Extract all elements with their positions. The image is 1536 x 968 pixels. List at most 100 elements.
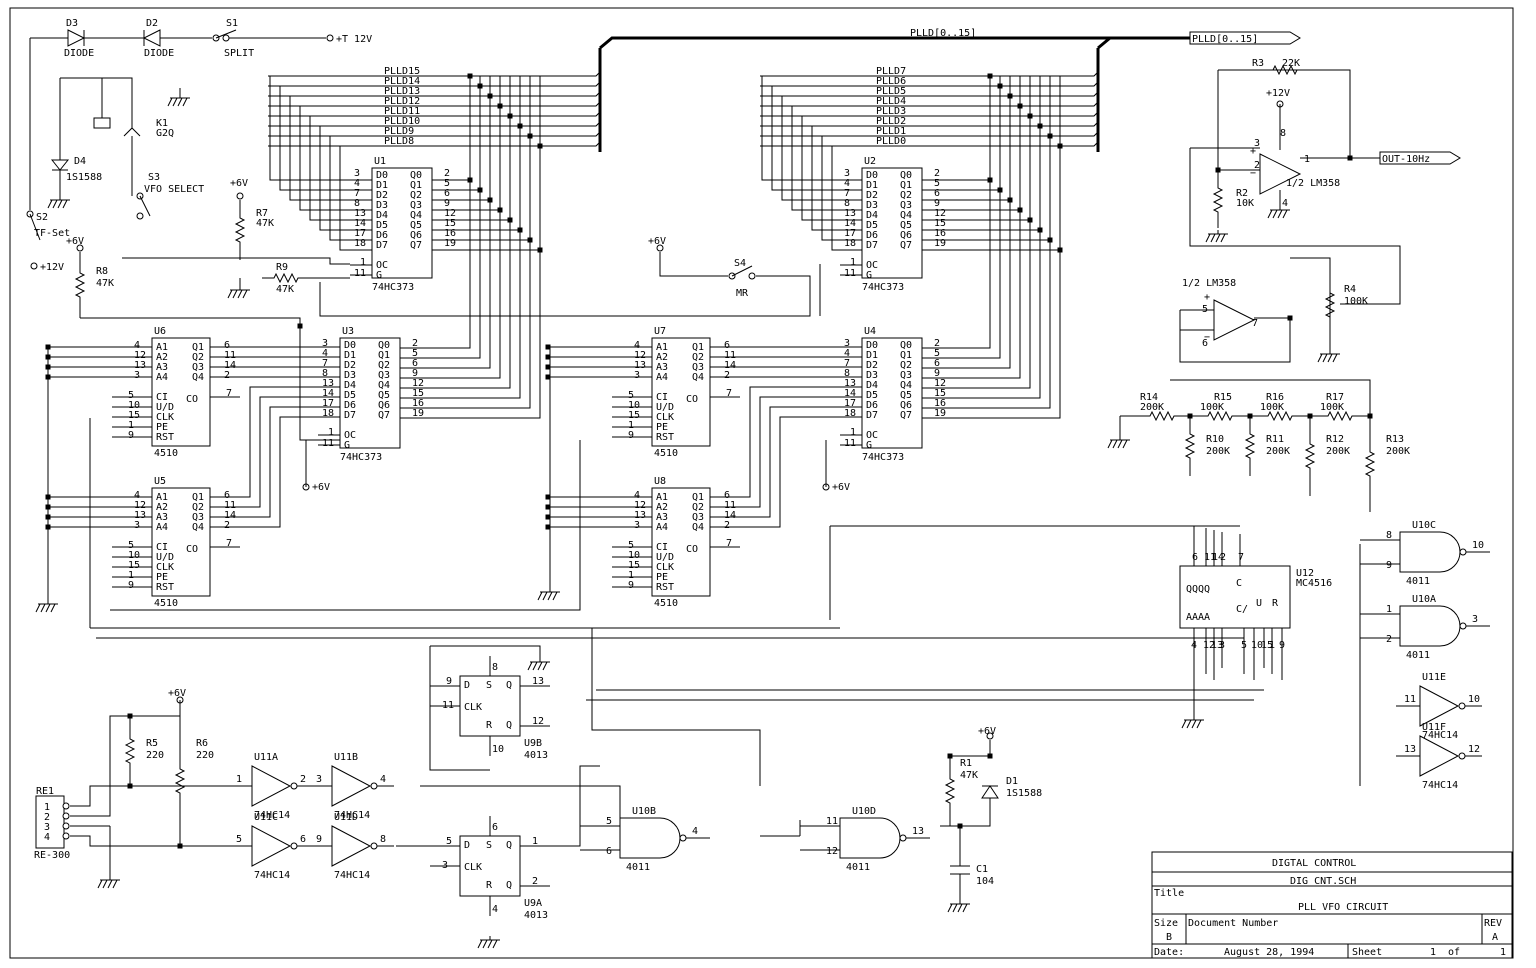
lo-net-label: PLLD2 xyxy=(876,116,906,127)
u4-oc-pin: 1 xyxy=(850,427,856,438)
junction xyxy=(1307,413,1313,419)
open-terminal xyxy=(290,842,298,850)
u3-q-name: Q3 xyxy=(378,370,390,381)
u10b-ref: U10B xyxy=(632,806,656,817)
u1-d-in xyxy=(309,116,372,221)
u4-d-pin: 18 xyxy=(844,408,856,419)
junction xyxy=(127,713,133,719)
u11e-body xyxy=(1419,685,1460,727)
u6-ctl-name: PE xyxy=(156,422,168,433)
junction xyxy=(297,323,303,329)
u9b-q: Q xyxy=(506,680,512,691)
hi-net-label: PLLD10 xyxy=(384,116,420,127)
u10c-body xyxy=(1399,531,1461,573)
u3-d-name: D4 xyxy=(344,380,356,391)
hi-net-entry xyxy=(268,81,601,87)
open-terminal xyxy=(30,262,38,270)
u12-top-pin: 14 xyxy=(1212,552,1224,563)
s1-ref: S1 xyxy=(226,18,238,29)
u2-q-name: Q2 xyxy=(900,190,912,201)
r2-ref: R2 xyxy=(1236,188,1248,199)
u9b-pin-qb: 12 xyxy=(532,716,544,727)
u1-q-pin: 12 xyxy=(444,208,456,219)
u7-a-pin: 13 xyxy=(634,360,646,371)
u8-ctl-pin: 1 xyxy=(628,570,634,581)
u8-a-pin: 4 xyxy=(634,490,640,501)
u3-q-name: Q5 xyxy=(378,390,390,401)
r3 xyxy=(1230,64,1340,76)
u8-q-pin: 14 xyxy=(724,510,736,521)
u4-d-name: D2 xyxy=(866,360,878,371)
u3-q-pin: 12 xyxy=(412,378,424,389)
u6-body xyxy=(151,337,211,447)
hi-net-entry xyxy=(268,71,601,77)
u11d-body xyxy=(331,825,372,867)
u4-d-name: D4 xyxy=(866,380,878,391)
size-value: B xyxy=(1166,932,1172,943)
u4-d-pin: 14 xyxy=(844,388,856,399)
k1-ref: K1 xyxy=(156,118,168,129)
u4-g: G xyxy=(866,440,872,451)
u10d-body xyxy=(839,817,901,859)
u6-ctl-name: RST xyxy=(156,432,174,443)
u3-d-pin: 8 xyxy=(322,368,328,379)
u9b-clk: CLK xyxy=(464,702,482,713)
u3-oc: OC xyxy=(344,430,356,441)
u2-q-pin: 9 xyxy=(934,198,940,209)
hi-net-label: PLLD12 xyxy=(384,96,420,107)
open-terminal xyxy=(62,832,70,840)
u2-q-pin: 16 xyxy=(934,228,946,239)
r2-value: 10K xyxy=(1236,198,1254,209)
u3-q-line xyxy=(400,76,531,409)
r12-ref: R12 xyxy=(1326,434,1344,445)
hi-net-entry xyxy=(268,131,601,137)
u2-d-name: D4 xyxy=(866,210,878,221)
u7-co: CO xyxy=(686,394,698,405)
u4-d-pin: 4 xyxy=(844,348,850,359)
u1-d-name: D7 xyxy=(376,240,388,251)
r10-ref: R10 xyxy=(1206,434,1224,445)
r12-value: 200K xyxy=(1326,446,1350,457)
u2-q-pin: 19 xyxy=(934,238,946,249)
u4-d-name: D1 xyxy=(866,350,878,361)
u7-q-pin: 2 xyxy=(724,370,730,381)
u10c-pin-out: 10 xyxy=(1472,540,1484,551)
title-file: DIG_CNT.SCH xyxy=(1290,876,1356,887)
u4-q-pin: 12 xyxy=(934,378,946,389)
u10c-part: 4011 xyxy=(1406,576,1430,587)
u9b-pin-q: 13 xyxy=(532,676,544,687)
junction xyxy=(545,514,551,520)
u3-d-pin: 17 xyxy=(322,398,334,409)
u7-q-pin: 14 xyxy=(724,360,736,371)
u8-a-name: A1 xyxy=(656,492,668,503)
u3-body xyxy=(339,337,401,449)
junction xyxy=(987,73,993,79)
u2-d-name: D0 xyxy=(866,170,878,181)
title-label: Title xyxy=(1154,888,1184,899)
r14-ref: R14 xyxy=(1140,392,1158,403)
opamp1-part: 1/2 LM358 xyxy=(1286,178,1340,189)
u11e-pin-in: 11 xyxy=(1404,694,1416,705)
u12-bot-pin: 13 xyxy=(1211,640,1223,651)
u3-q-line xyxy=(400,76,481,359)
u3-q-pin: 15 xyxy=(412,388,424,399)
u3-d-name: D7 xyxy=(344,410,356,421)
u1-q-pin: 2 xyxy=(444,168,450,179)
u11b-part: 74HC14 xyxy=(334,810,370,821)
u11c-pin-out: 6 xyxy=(300,834,306,845)
junction xyxy=(545,344,551,350)
u7-q-name: Q3 xyxy=(692,362,704,373)
u5-q-name: Q1 xyxy=(192,492,204,503)
r15 xyxy=(1190,410,1250,422)
u7-ctl-pin: 15 xyxy=(628,410,640,421)
rc-rail xyxy=(950,740,991,757)
u2-d-pin: 7 xyxy=(844,188,850,199)
u6-part: 4510 xyxy=(154,448,178,459)
u10d-pin-b: 12 xyxy=(826,846,838,857)
hi-net-label: PLLD8 xyxy=(384,136,414,147)
u3-q-pin: 9 xyxy=(412,368,418,379)
r14-ground xyxy=(1119,415,1134,436)
u1-q-name: Q7 xyxy=(410,240,422,251)
u9a-pin-qb: 2 xyxy=(532,876,538,887)
u12-ref: U12 xyxy=(1296,568,1314,579)
